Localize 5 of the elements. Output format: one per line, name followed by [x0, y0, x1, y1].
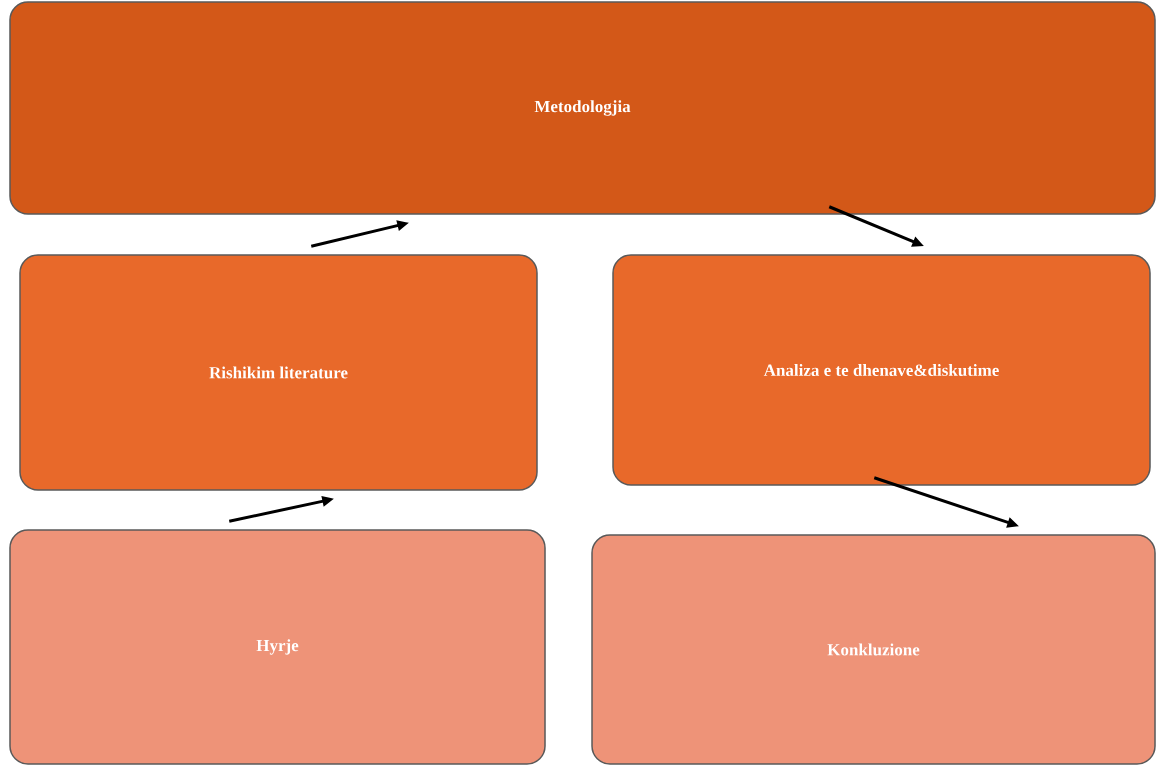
process-box: Rishikim literature	[19, 254, 538, 491]
process-box: Analiza e te dhenave&diskutime	[612, 254, 1151, 486]
process-box: Konkluzione	[591, 534, 1156, 765]
process-box: Metodologjia	[9, 1, 1156, 215]
process-box: Hyrje	[9, 529, 546, 765]
